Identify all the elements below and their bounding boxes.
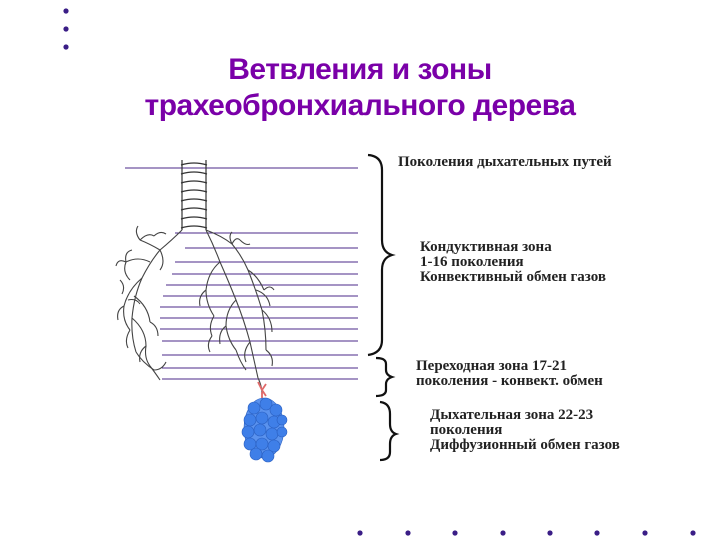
- slide-title-line2: трахеобронхиального дерева: [144, 89, 576, 122]
- respiratory-zone-generations: поколения: [430, 422, 503, 438]
- transitional-zone-title: Переходная зона 17-21: [416, 358, 567, 374]
- respiratory-zone-label: Дыхательная зона 22-23 поколения Диффузи…: [430, 408, 620, 453]
- conductive-zone-generations: 1-16 поколения: [420, 254, 524, 270]
- bronchial-tree-right: [199, 229, 275, 395]
- brace-respiratory-zone: [379, 400, 400, 462]
- bronchial-tree-left: [115, 225, 183, 381]
- respiratory-zone-exchange: Диффузионный обмен газов: [430, 437, 620, 453]
- conductive-zone-label: Кондуктивная зона 1-16 поколения Конвект…: [420, 240, 606, 285]
- transitional-zone-exchange: поколения - конвект. обмен: [416, 373, 603, 389]
- decor-dots-bottom: [357, 530, 696, 536]
- brace-transitional-zone: [375, 356, 396, 398]
- slide-title: Ветвления и зоны трахеобронхиального дер…: [90, 52, 630, 124]
- generations-label-text: Поколения дыхательных путей: [398, 154, 612, 170]
- slide-title-line1: Ветвления и зоны: [228, 53, 492, 86]
- brace-conductive-zone: [367, 153, 396, 357]
- respiratory-zone-title: Дыхательная зона 22-23: [430, 407, 594, 423]
- alveolar-sac-cluster: [241, 397, 288, 463]
- conductive-zone-exchange: Конвективный обмен газов: [420, 269, 606, 285]
- transitional-zone-label: Переходная зона 17-21 поколения - конвек…: [416, 359, 603, 389]
- generation-lines: [125, 167, 358, 380]
- trachea: [180, 160, 208, 230]
- decor-dots-top: [63, 8, 69, 50]
- generations-label: Поколения дыхательных путей: [398, 155, 612, 170]
- conductive-zone-title: Кондуктивная зона: [420, 239, 552, 255]
